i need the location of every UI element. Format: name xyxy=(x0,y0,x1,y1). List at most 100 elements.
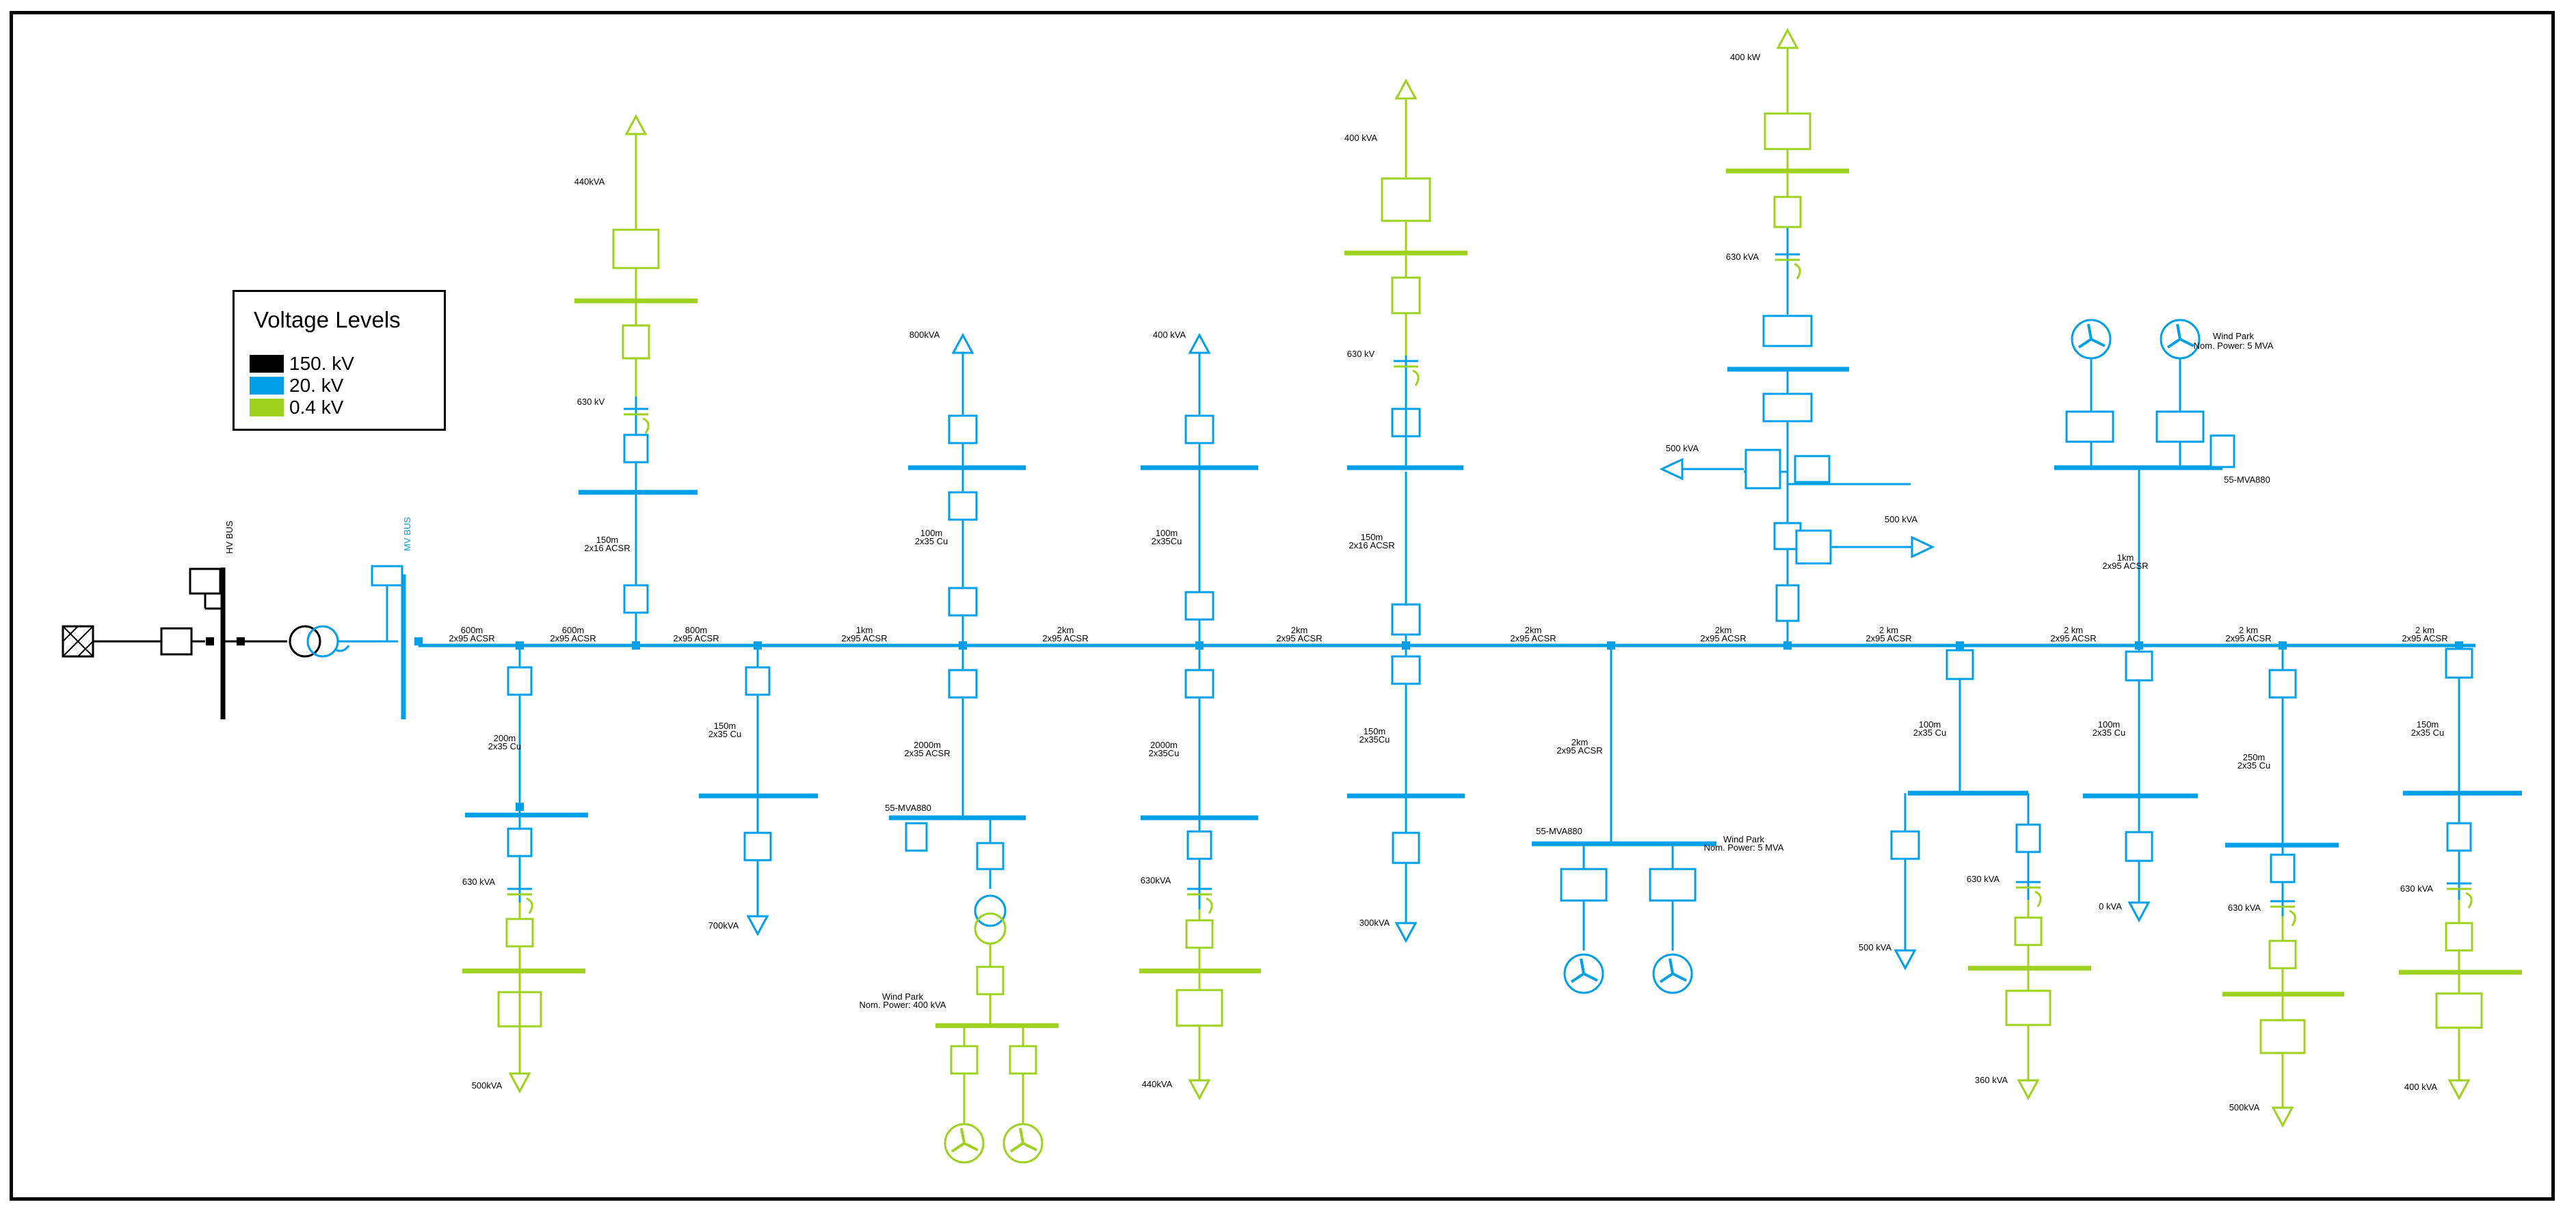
diagram-label: 630 kVA xyxy=(1726,252,1760,262)
breaker-box xyxy=(950,1045,979,1075)
diagram-label: 500 kVA xyxy=(1859,942,1892,952)
breaker-box xyxy=(2125,650,2153,682)
breaker-box xyxy=(1775,584,1800,622)
diagram-label: Nom. Power: 5 MVA xyxy=(1704,842,1784,853)
diagram-label: 800kVA xyxy=(909,330,940,340)
diagram-label: 2x95 ACSR xyxy=(1510,633,1556,643)
diagram-label: Wind Park xyxy=(1723,834,1764,844)
diagram-label: 100m xyxy=(1156,528,1178,538)
load-arrow-side xyxy=(1659,457,1684,481)
diagram-label: 400 kVA xyxy=(2404,1082,2438,1092)
hv-breaker xyxy=(160,627,193,656)
load-arrow-side xyxy=(1911,535,1935,559)
breaker-box xyxy=(505,918,534,948)
diagram-label: 2km xyxy=(1715,625,1732,635)
diagram-label: 630 kVA xyxy=(2228,903,2261,913)
breaker-box xyxy=(623,584,649,614)
breaker-box xyxy=(2015,823,2041,853)
diagram-label: 630 kVA xyxy=(462,877,496,887)
breaker-box xyxy=(1381,177,1431,222)
diagram-label: 2x95 ACSR xyxy=(1556,745,1602,756)
diagram-label: 400 kVA xyxy=(1153,330,1186,340)
breaker-box xyxy=(1795,529,1832,565)
load-arrow-down xyxy=(1394,922,1418,944)
diagram-label: 2x16 ACSR xyxy=(584,543,630,553)
load-arrow-up xyxy=(1394,78,1418,100)
diagram-label: 2km xyxy=(1291,625,1308,635)
breaker-box xyxy=(1764,112,1811,150)
diagram-label: 440kVA xyxy=(1142,1079,1173,1089)
breaker-box xyxy=(623,434,649,464)
breaker-box xyxy=(745,666,771,696)
diagram-label: 2000m xyxy=(914,740,941,750)
breaker-box xyxy=(622,324,650,360)
legend-label: 0.4 kV xyxy=(289,397,344,418)
tap-changer-icon xyxy=(2034,890,2042,907)
diagram-label: 2x95 ACSR xyxy=(2225,633,2271,643)
load-arrow-up xyxy=(624,114,648,135)
breaker-box xyxy=(1560,868,1608,902)
wind-park-transformer-icon xyxy=(974,894,1007,927)
breaker-box xyxy=(2446,822,2472,852)
diagram-label: 2x95 ACSR xyxy=(841,633,887,643)
diagram-label: Nom. Power: 400 kVA xyxy=(860,1000,946,1010)
breaker-box xyxy=(2065,410,2114,443)
load-arrow-down xyxy=(2127,901,2151,923)
diagram-frame xyxy=(10,11,2555,1201)
diagram-label: 630 kVA xyxy=(1967,874,2000,884)
tap-changer-icon xyxy=(2289,909,2296,927)
breaker-box xyxy=(948,414,978,444)
turbine-blades-icon xyxy=(1009,1128,1037,1153)
breaker-box xyxy=(1890,830,1920,860)
diagram-label: 100m xyxy=(920,528,943,538)
diagram-label: 2 km xyxy=(1879,625,1898,635)
breaker-box xyxy=(1794,455,1831,483)
diagram-label: 2x35 Cu xyxy=(915,536,948,546)
diagram-label: 2x95 ACSR xyxy=(1700,633,1746,643)
diagram-label: 440kVA xyxy=(574,176,605,187)
diagram-label: 600m xyxy=(461,625,483,635)
tap-changer-icon xyxy=(1206,897,1213,914)
diagram-label: 2x95 ACSR xyxy=(673,633,719,643)
diagram-label: 630 kVA xyxy=(2400,883,2434,894)
load-arrow-down xyxy=(746,915,769,937)
breaker-box xyxy=(2014,916,2043,946)
breaker-box xyxy=(1185,919,1214,949)
breaker-box xyxy=(1762,392,1813,423)
mv-bay-box xyxy=(371,565,403,587)
load-arrow-up xyxy=(1776,27,1799,49)
diagram-label: 2x35Cu xyxy=(1152,536,1182,546)
diagram-label: 2km xyxy=(1571,737,1589,747)
legend-title: Voltage Levels xyxy=(254,307,401,332)
tap-changer-icon xyxy=(2465,892,2473,909)
diagram-label: 150m xyxy=(1364,726,1386,736)
diagram-label: 500 kVA xyxy=(1885,514,1918,524)
breaker-box xyxy=(948,491,978,521)
breaker-box xyxy=(1744,449,1781,490)
node-square xyxy=(206,637,214,645)
diagram-label: Wind Park xyxy=(882,991,923,1002)
diagram-label: 630kVA xyxy=(1141,875,1171,885)
hv-bus-label: HV BUS xyxy=(224,520,235,554)
diagram-label: 55-MVA880 xyxy=(885,803,931,813)
diagram-label: 300kVA xyxy=(1359,918,1390,928)
load-arrow-down xyxy=(508,1072,531,1094)
diagram-label: 55-MVA880 xyxy=(1536,826,1582,836)
diagram-label: 2x95 ACSR xyxy=(2102,561,2148,571)
load-arrow-down xyxy=(1188,1079,1211,1101)
diagram-label: 150m xyxy=(596,535,619,545)
tap-changer-icon xyxy=(1794,263,1801,280)
mv-bus-label: MV BUS xyxy=(402,517,412,551)
breaker-box xyxy=(1946,649,1974,680)
breaker-box xyxy=(1392,831,1420,864)
breaker-box xyxy=(1184,591,1214,621)
diagram-label: 2x35 Cu xyxy=(2093,728,2125,738)
turbine-blades-icon xyxy=(2077,323,2106,349)
turbine-blades-icon xyxy=(1659,958,1687,983)
breaker-box xyxy=(976,842,1005,870)
diagram-label: 630 kV xyxy=(1347,349,1375,359)
diagram-label: 0 kVA xyxy=(2099,901,2122,911)
diagram-label: 100m xyxy=(1919,719,1941,730)
node-square xyxy=(414,637,423,645)
